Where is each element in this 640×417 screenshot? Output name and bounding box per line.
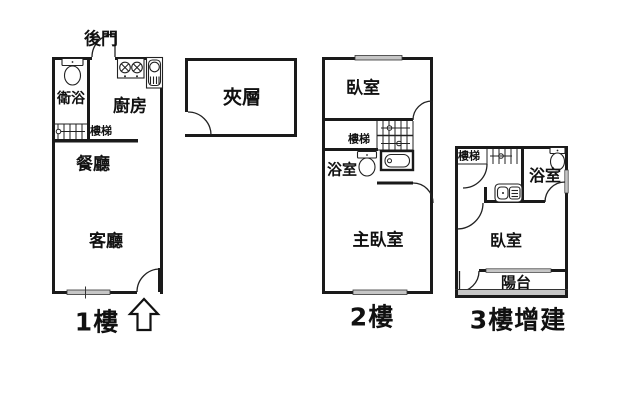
back-door-arc [91,33,116,58]
label-balcony: 陽台 [500,273,532,292]
balcony-door-arc [457,270,480,293]
stair3-door-arc [462,163,488,189]
label-stairs-floor1: 樓梯 [90,124,112,138]
label-stairs-floor2: 樓梯 [348,132,370,146]
mezzanine-plan [185,58,297,137]
toilet-icon-floor2 [356,150,378,177]
bath3-window [564,169,569,194]
master-door-arc [412,182,434,204]
front-door-arc [136,268,163,293]
floor3-plan [455,146,569,298]
label-living: 客廳 [89,231,123,252]
label-bathroom-floor1: 衛浴 [57,91,85,107]
sink-icon-floor3 [494,183,523,203]
label-floor3: 3樓增建 [469,305,567,335]
sink-icon-floor1 [145,56,164,89]
stairs-icon-floor1 [52,123,87,139]
bathtub-icon [379,149,415,172]
label-bedroom-floor3: 臥室 [489,231,523,250]
bedroom2-door-arc [412,100,433,121]
label-stairs-floor3: 樓梯 [458,149,480,163]
toilet-icon-floor1 [61,57,84,86]
floor2-plan [322,55,434,295]
label-bedroom-floor2: 臥室 [346,78,380,99]
label-mezzanine: 夾層 [222,86,262,109]
bath3-door-arc [544,181,566,203]
label-dining: 餐廳 [76,154,110,175]
label-bathroom-floor3: 浴室 [528,166,562,185]
toilet-icon-floor3 [549,146,566,171]
master-window [352,289,408,295]
bedroom3-door-arc [456,202,484,230]
mezzanine-door-arc [187,111,212,136]
stove-icon [116,57,145,79]
label-floor1: 1樓 [74,307,120,337]
balcony-window [485,268,552,273]
label-kitchen: 廚房 [113,96,147,117]
bedroom2-window [354,55,403,61]
label-master-bedroom: 主臥室 [352,230,404,251]
entry-arrow-icon [127,297,161,332]
floor1-plan [52,33,164,332]
balcony-railing [455,289,568,298]
label-bathroom-floor2: 浴室 [326,160,358,179]
stairs-icon-floor2 [376,121,414,151]
stairs-icon-floor3 [486,149,518,164]
label-back-door: 後門 [84,29,118,50]
living-window [66,286,111,299]
label-floor2: 2樓 [349,302,395,332]
